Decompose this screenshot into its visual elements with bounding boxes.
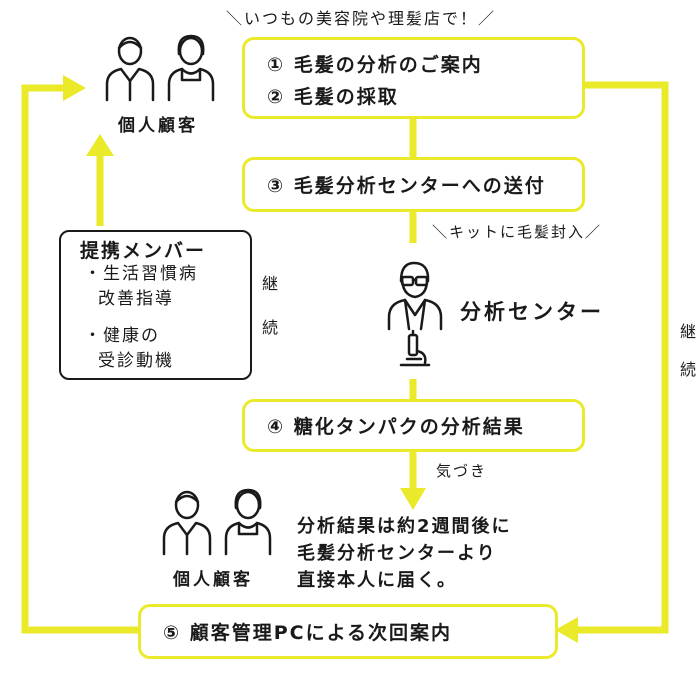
analyst-icon <box>387 261 443 367</box>
notice-label: 気づき <box>436 462 488 480</box>
return-loop-left <box>21 84 140 634</box>
partner-item-2-line1: ・健康の <box>84 326 160 346</box>
partner-members-box <box>59 230 252 380</box>
result-note-line1: 分析結果は約2週間後に <box>297 516 512 537</box>
step-5-label: ⑤ 顧客管理PCによる次回案内 <box>163 622 453 644</box>
step-4-label: ④ 糖化タンパクの分析結果 <box>267 416 525 438</box>
result-note-line2: 毛髪分析センターより <box>297 543 497 564</box>
continue-right-char2: 続 <box>679 360 696 379</box>
notice-arrow-head <box>400 488 426 510</box>
customer-bottom-label: 個人顧客 <box>173 570 253 590</box>
step-3-label: ③ 毛髪分析センターへの送付 <box>267 175 546 197</box>
partner-item-2-line2: 受診動機 <box>98 351 174 371</box>
continue-inner-label: 継 続 <box>261 270 279 342</box>
continue-loop-right <box>575 81 669 634</box>
continue-right-char1: 継 <box>679 322 696 341</box>
kit-caption: ＼キットに毛髪封入／ <box>432 223 603 241</box>
partner-item-1: ・生活習慣病 改善指導 <box>84 262 198 312</box>
step-box-3: ③ 毛髪分析センターへの送付 <box>242 157 585 212</box>
continue-right-label: 継 続 <box>679 318 697 384</box>
step-1-label: ① 毛髪の分析のご案内 <box>267 54 483 76</box>
top-caption: ＼いつもの美容院や理髪店で！／ <box>226 9 497 28</box>
step-2-label: ② 毛髪の採取 <box>267 86 399 108</box>
center-label: 分析センター <box>460 300 604 324</box>
partner-item-1-line2: 改善指導 <box>98 289 174 309</box>
step-box-5: ⑤ 顧客管理PCによる次回案内 <box>138 604 558 659</box>
step-box-1-2: ① 毛髪の分析のご案内 ② 毛髪の採取 <box>242 37 585 119</box>
result-note-line3: 直接本人に届く。 <box>297 570 457 591</box>
loop-left-arrow-head <box>63 75 86 101</box>
partner-item-1-line1: ・生活習慣病 <box>84 264 198 284</box>
partner-arrow-head <box>86 134 114 156</box>
partner-title: 提携メンバー <box>80 240 207 262</box>
customers-icon-bottom <box>162 488 272 556</box>
continue-inner-char1: 継 <box>261 274 278 293</box>
customer-top-label: 個人顧客 <box>118 116 198 136</box>
continue-inner-char2: 続 <box>261 318 278 337</box>
loop-right-arrow-head <box>555 617 578 643</box>
step-box-4: ④ 糖化タンパクの分析結果 <box>242 399 585 452</box>
customers-icon-top <box>105 34 215 102</box>
result-note: 分析結果は約2週間後に 毛髪分析センターより 直接本人に届く。 <box>297 513 512 594</box>
partner-item-2: ・健康の 受診動機 <box>84 324 174 374</box>
